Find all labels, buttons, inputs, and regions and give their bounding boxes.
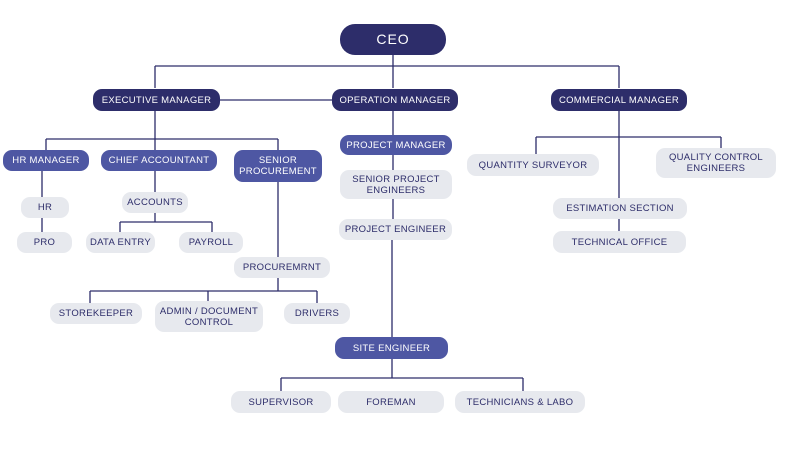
- technicians-labo-node: TECHNICIANS & LABO: [455, 391, 585, 413]
- senior-project-engineers-node: SENIOR PROJECT ENGINEERS: [340, 170, 452, 199]
- chief-accountant-node: CHIEF ACCOUNTANT: [101, 150, 217, 171]
- operation-manager-node: OPERATION MANAGER: [332, 89, 458, 111]
- data-entry-node: DATA ENTRY: [86, 232, 155, 253]
- estimation-section-node: ESTIMATION SECTION: [553, 198, 687, 219]
- senior-procurement-node: SENIOR PROCUREMENT: [234, 150, 322, 182]
- admin-document-control-node: ADMIN / DOCUMENT CONTROL: [155, 301, 263, 332]
- quantity-surveyor-node: QUANTITY SURVEYOR: [467, 154, 599, 176]
- hr-node: HR: [21, 197, 69, 218]
- quality-control-engineers-node: QUALITY CONTROL ENGINEERS: [656, 148, 776, 178]
- hr-manager-node: HR MANAGER: [3, 150, 89, 171]
- technical-office-node: TECHNICAL OFFICE: [553, 231, 686, 253]
- drivers-node: DRIVERS: [284, 303, 350, 324]
- procurement-node: PROCUREMRNT: [234, 257, 330, 278]
- site-engineer-node: SITE ENGINEER: [335, 337, 448, 359]
- supervisor-node: SUPERVISOR: [231, 391, 331, 413]
- foreman-node: FOREMAN: [338, 391, 444, 413]
- storekeeper-node: STOREKEEPER: [50, 303, 142, 324]
- commercial-manager-node: COMMERCIAL MANAGER: [551, 89, 687, 111]
- project-engineer-node: PROJECT ENGINEER: [339, 219, 452, 240]
- pro-node: PRO: [17, 232, 72, 253]
- ceo-node: CEO: [340, 24, 446, 55]
- project-manager-node: PROJECT MANAGER: [340, 135, 452, 155]
- payroll-node: PAYROLL: [179, 232, 243, 253]
- accounts-node: ACCOUNTS: [122, 192, 188, 213]
- executive-manager-node: EXECUTIVE MANAGER: [93, 89, 220, 111]
